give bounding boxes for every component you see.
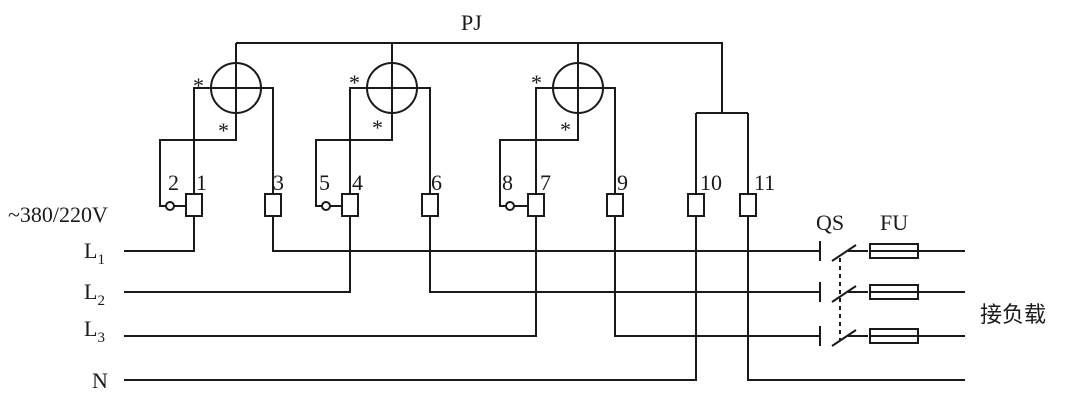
qs-label: QS: [816, 210, 844, 235]
terminal-number-7: 7: [540, 170, 551, 195]
element-1-voltage-lead: [159, 113, 237, 207]
element-3-current-in: [535, 87, 553, 194]
terminal-number-3: 3: [273, 170, 284, 195]
wire-4-to-L2: [124, 216, 351, 293]
supply-voltage-label: ~380/220V: [8, 202, 108, 227]
terminal-2-tap: [165, 201, 175, 211]
terminal-number-8: 8: [502, 170, 513, 195]
wire-10-to-N: [124, 216, 697, 381]
wire-9-to-L3-out: [614, 216, 820, 337]
terminal-number-1: 1: [196, 170, 207, 195]
terminal-5-tap: [321, 201, 331, 211]
terminal-number-11: 11: [754, 170, 775, 195]
terminal-number-4: 4: [352, 170, 363, 195]
line-label-L1: L1: [84, 238, 105, 268]
load-label: 接负载: [980, 303, 1046, 328]
element-1-current-in: [193, 87, 211, 194]
terminal-number-9: 9: [617, 170, 628, 195]
voltage-common-bus: [236, 42, 723, 113]
terminal-box-6: [421, 193, 439, 217]
line-label-N: N: [92, 368, 108, 393]
terminal-number-5: 5: [319, 170, 330, 195]
element-1-current-out: [261, 87, 274, 194]
qs-switch: [819, 241, 868, 347]
element-3-current-out: [603, 87, 616, 194]
polarity-mark-2a: *: [349, 70, 360, 95]
terminal-box-10: [687, 193, 705, 217]
terminal-number-2: 2: [168, 170, 179, 195]
line-label-L3: L3: [84, 316, 105, 346]
terminal-box-1: [185, 193, 203, 217]
line-label-L2: L2: [84, 279, 105, 309]
terminal-box-7: [527, 193, 545, 217]
element-2-voltage-lead: [315, 113, 393, 207]
polarity-mark-3a: *: [531, 70, 542, 95]
element-2-current-out: [417, 87, 431, 194]
wire-11-to-N-out: [747, 216, 965, 381]
fu-label: FU: [880, 210, 908, 235]
wire-7-to-L3: [124, 216, 537, 337]
wire-3-to-L1-out: [272, 216, 820, 252]
terminal-box-11: [739, 193, 757, 217]
polarity-mark-3b: *: [560, 117, 571, 142]
meter-label: PJ: [461, 10, 482, 35]
wire-6-to-L2-out: [429, 216, 820, 293]
polarity-mark-1b: *: [218, 118, 229, 143]
terminal-box-9: [606, 193, 624, 217]
terminal-box-4: [341, 193, 359, 217]
wire-1-to-L1: [124, 216, 195, 252]
terminal-number-10: 10: [700, 170, 722, 195]
element-2-current-in: [349, 87, 367, 194]
element-3-voltage-lead: [499, 113, 579, 207]
terminal-8-tap: [505, 201, 515, 211]
polarity-mark-2b: *: [372, 115, 383, 140]
terminal-number-6: 6: [431, 170, 442, 195]
terminal-box-3: [264, 193, 282, 217]
fu-fuses: [869, 243, 965, 344]
polarity-mark-1a: *: [193, 73, 204, 98]
